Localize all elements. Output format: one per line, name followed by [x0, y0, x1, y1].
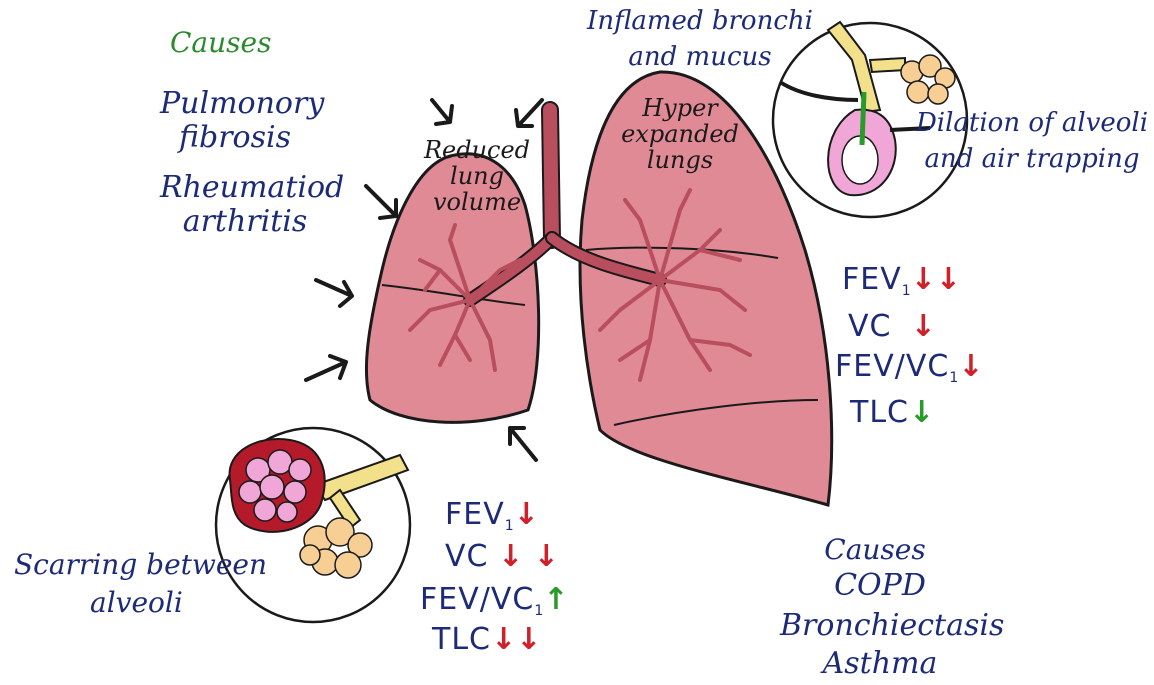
obstructive-cause-line: Asthma: [820, 648, 940, 680]
obstructive-cause-line: COPD: [820, 570, 940, 602]
scarring-label: Scarring between: [14, 550, 267, 579]
obstructive-pft-vc: VC ↓: [848, 312, 936, 342]
dilation-label: and air trapping: [914, 146, 1150, 173]
reduced-lung-label: volume: [412, 190, 542, 215]
reduced-lung-label: lung: [412, 164, 542, 189]
inflamed-bronchi-label: and mucus: [600, 44, 800, 71]
hyperexpanded-lung-label: lungs: [615, 148, 745, 173]
dilation-label: Dilation of alveoli: [914, 110, 1150, 137]
hyperexpanded-lung-label: expanded: [615, 122, 745, 147]
obstructive-pft-fev1-vc: FEV/VC1↓: [835, 352, 983, 385]
restrictive-pft-fev1-vc: FEV/VC1↑: [420, 585, 568, 618]
inflamed-bronchi-label: Inflamed bronchi: [580, 8, 820, 35]
restrictive-cause-line: fibrosis: [170, 122, 300, 154]
restrictive-pft-fev1: FEV1↓: [445, 500, 539, 533]
restrictive-causes-heading: Causes: [170, 28, 271, 57]
restrictive-pft-tlc: TLC↓↓: [432, 625, 541, 655]
obstructive-cause-line: Bronchiectasis: [780, 610, 980, 642]
restrictive-cause-line: Pulmonory: [160, 88, 310, 120]
restrictive-cause-line: arthritis: [180, 206, 310, 238]
restrictive-pft-vc: VC ↓ ↓: [445, 542, 559, 572]
obstructive-causes-heading: Causes: [820, 535, 930, 564]
restrictive-cause-line: Rheumatiod: [160, 172, 340, 204]
obstructive-pft-fev1: FEV1↓↓: [842, 265, 961, 298]
hyperexpanded-lung-label: Hyper: [615, 96, 745, 121]
scarring-label: alveoli: [90, 588, 183, 617]
reduced-lung-label: Reduced: [412, 138, 542, 163]
obstructive-pft-tlc: TLC↓: [850, 398, 934, 428]
scarred-alveoli-inset: [216, 428, 410, 622]
